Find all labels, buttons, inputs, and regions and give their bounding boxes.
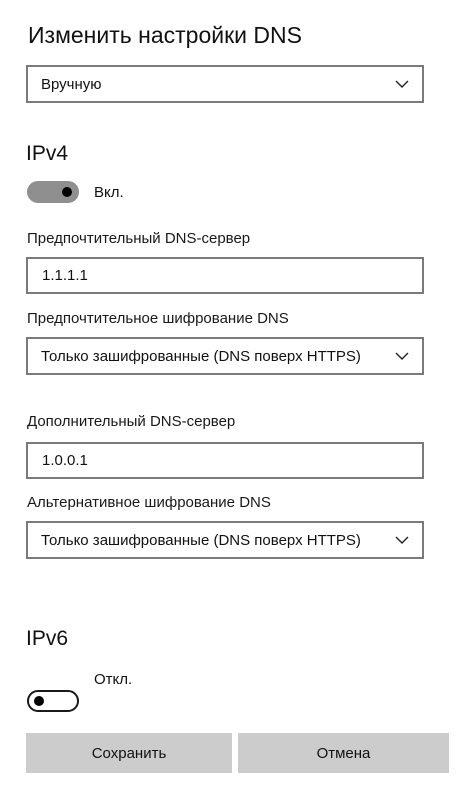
save-button[interactable]: Сохранить: [26, 733, 232, 773]
alternate-dns-input[interactable]: 1.0.0.1: [26, 442, 424, 479]
ipv6-toggle-label: Откл.: [94, 671, 133, 688]
preferred-encryption-label: Предпочтительное шифрование DNS: [27, 310, 289, 327]
toggle-knob: [62, 187, 72, 197]
cancel-button[interactable]: Отмена: [238, 733, 449, 773]
alternate-dns-value: 1.0.0.1: [42, 452, 88, 469]
ipv6-toggle[interactable]: [27, 690, 79, 712]
preferred-dns-input[interactable]: 1.1.1.1: [26, 257, 424, 294]
alternate-encryption-label: Альтернативное шифрование DNS: [27, 494, 271, 511]
chevron-down-icon: [394, 351, 410, 361]
ipv4-toggle-label: Вкл.: [94, 184, 124, 201]
preferred-dns-label: Предпочтительный DNS-сервер: [27, 230, 251, 247]
ipv4-toggle[interactable]: [27, 181, 79, 203]
dns-mode-select[interactable]: Вручную: [26, 65, 424, 103]
ipv4-heading: IPv4: [26, 142, 69, 165]
dialog-title: Изменить настройки DNS: [28, 22, 302, 48]
preferred-dns-value: 1.1.1.1: [42, 267, 88, 284]
preferred-encryption-select[interactable]: Только зашифрованные (DNS поверх HTTPS): [26, 337, 424, 375]
preferred-encryption-value: Только зашифрованные (DNS поверх HTTPS): [41, 347, 361, 365]
alternate-encryption-value: Только зашифрованные (DNS поверх HTTPS): [41, 531, 361, 549]
chevron-down-icon: [394, 79, 410, 89]
alternate-dns-label: Дополнительный DNS-сервер: [27, 413, 236, 430]
toggle-knob: [34, 696, 44, 706]
dns-mode-value: Вручную: [41, 75, 102, 93]
alternate-encryption-select[interactable]: Только зашифрованные (DNS поверх HTTPS): [26, 521, 424, 559]
chevron-down-icon: [394, 535, 410, 545]
ipv6-heading: IPv6: [26, 627, 69, 650]
